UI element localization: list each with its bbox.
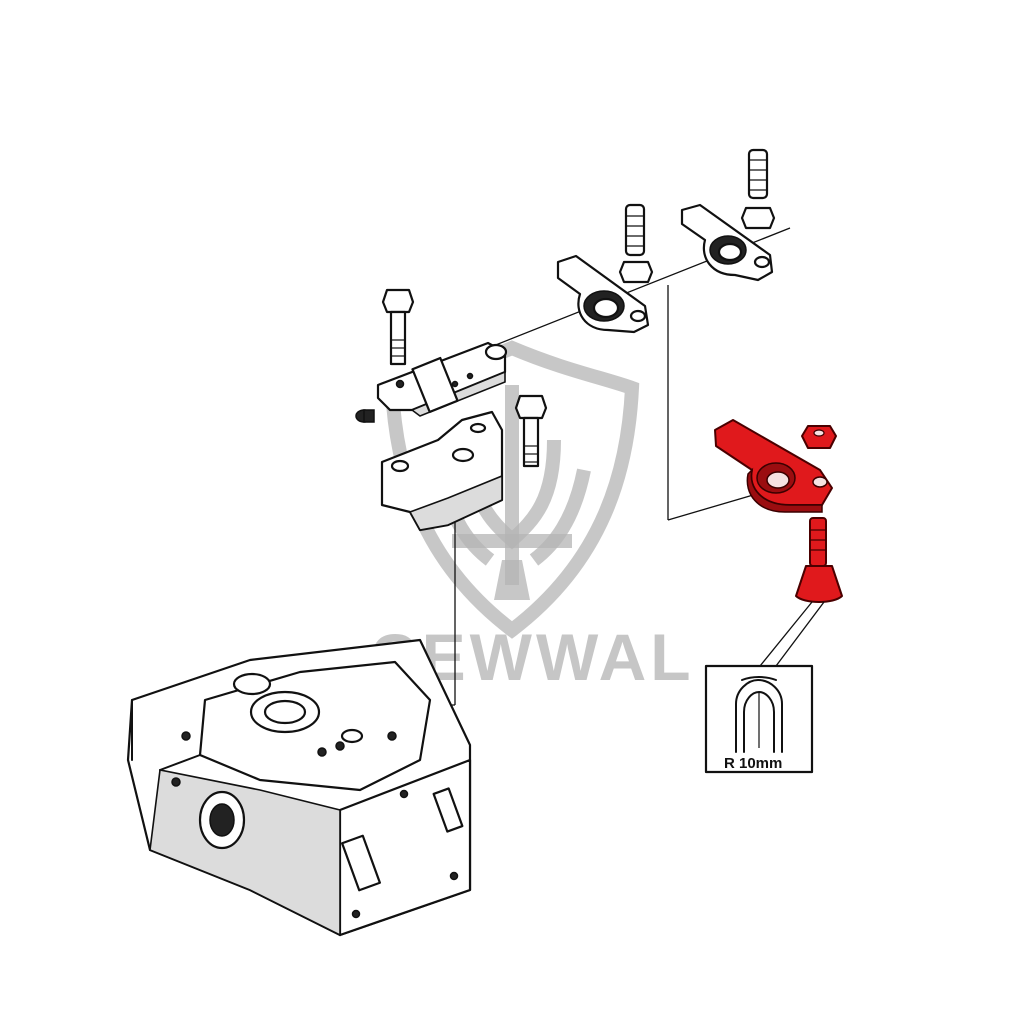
shaft-bolt	[381, 288, 415, 366]
cylinder-head	[126, 638, 472, 937]
rocker-shaft-bracket	[380, 410, 504, 532]
adjusting-screw-highlighted	[795, 517, 843, 603]
shaft-plug	[355, 409, 375, 423]
detail-radius-label: R 10mm	[724, 755, 782, 772]
adjusting-screw-top-mid	[618, 203, 654, 284]
bracket-bolt	[514, 394, 548, 468]
rocker-arm-highlighted	[714, 419, 833, 513]
rocker-shaft	[376, 341, 508, 417]
rocker-arm-rear	[680, 203, 774, 282]
rocker-arm-front	[556, 254, 650, 334]
detail-callout	[704, 601, 825, 774]
adjusting-screw-top-right	[740, 148, 776, 230]
lock-nut-highlighted	[801, 425, 837, 449]
